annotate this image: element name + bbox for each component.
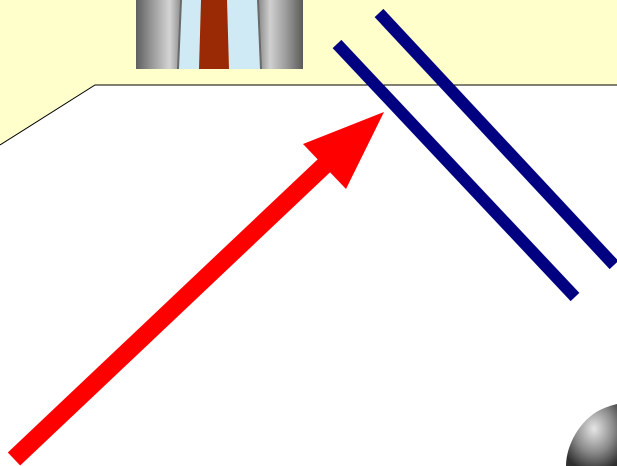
person-figure-icon — [136, 0, 303, 69]
figure-jacket-left — [136, 0, 184, 69]
figure-jacket-right — [256, 0, 303, 69]
figure-tie — [199, 0, 229, 69]
